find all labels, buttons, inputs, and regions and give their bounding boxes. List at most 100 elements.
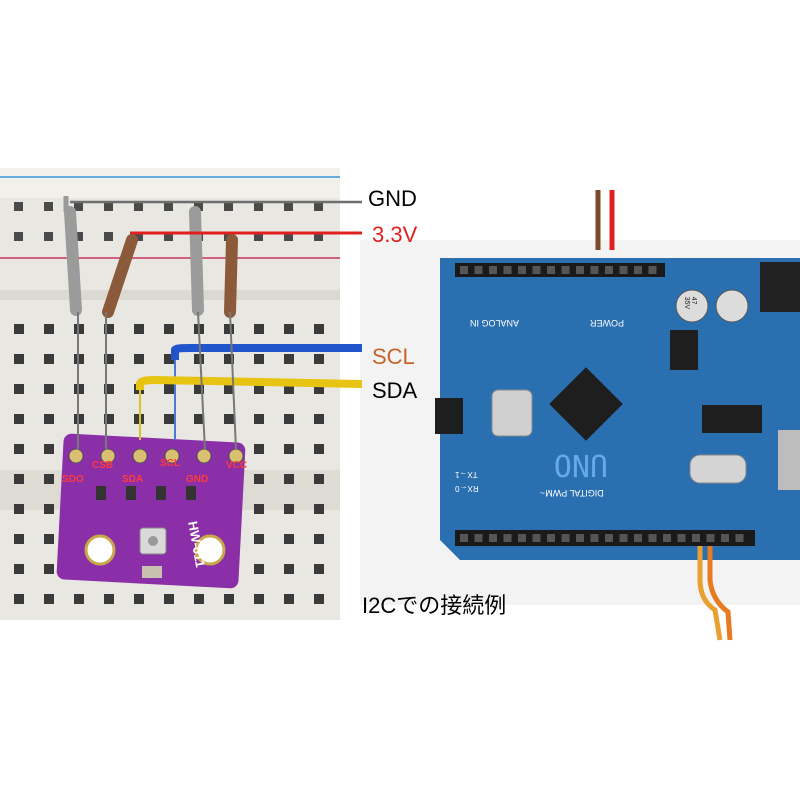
breadboard-hole — [254, 474, 264, 484]
header-power: POWER — [590, 318, 625, 328]
rail-hole — [284, 202, 293, 211]
breadboard-hole — [44, 414, 54, 424]
breadboard-hole — [284, 594, 294, 604]
header-pin — [663, 534, 671, 542]
header-digital: DIGITAL PWM~ — [540, 488, 604, 498]
breadboard-hole — [14, 354, 24, 364]
header-pin — [460, 534, 468, 542]
breadboard-hole — [104, 414, 114, 424]
header-pin — [518, 266, 526, 274]
breadboard-hole — [14, 534, 24, 544]
header-pin — [634, 266, 642, 274]
breadboard-hole — [164, 354, 174, 364]
breadboard-hole — [104, 324, 114, 334]
header-pin — [561, 266, 570, 274]
header-pin — [503, 266, 512, 274]
breadboard-hole — [14, 384, 24, 394]
breadboard-hole — [44, 564, 54, 574]
rail-hole — [74, 232, 83, 241]
breadboard-hole — [254, 504, 264, 514]
breadboard-hole — [254, 414, 264, 424]
breadboard-hole — [194, 354, 204, 364]
header-pin — [648, 266, 657, 274]
pin-label-vcc: VCC — [226, 460, 248, 471]
breadboard-hole — [224, 414, 234, 424]
header-pin — [532, 534, 541, 542]
breadboard-hole — [284, 354, 294, 364]
scl-label: SCL — [372, 344, 415, 369]
header-pin — [532, 266, 541, 274]
header-pin — [706, 534, 715, 542]
breadboard-hole — [284, 564, 294, 574]
header-rx: RX←0 — [455, 484, 479, 493]
breadboard-hole — [314, 594, 324, 604]
breadboard-hole — [44, 444, 54, 454]
rail-hole — [104, 202, 113, 211]
breadboard-hole — [14, 474, 24, 484]
breadboard-hole — [314, 414, 324, 424]
breadboard-hole — [14, 564, 24, 574]
sensor-pin-pad — [100, 448, 116, 464]
header-pin — [605, 534, 613, 542]
header-pin — [547, 534, 555, 542]
arduino-board: UNO — [360, 240, 800, 605]
header-pin — [619, 534, 628, 542]
breadboard-hole — [164, 324, 174, 334]
header-pin — [460, 266, 468, 274]
rail-hole — [164, 232, 173, 241]
sensor-pin-pad — [68, 448, 84, 464]
breadboard-hole — [254, 534, 264, 544]
rail-hole — [254, 232, 263, 241]
rail-hole — [314, 202, 323, 211]
breadboard-hole — [14, 444, 24, 454]
header-pin — [518, 534, 526, 542]
header-pin — [489, 534, 497, 542]
breadboard-hole — [44, 594, 54, 604]
header-pin — [561, 534, 570, 542]
v33-label: 3.3V — [372, 222, 418, 247]
header-pin — [735, 534, 744, 542]
breadboard-hole — [314, 324, 324, 334]
breadboard-hole — [284, 384, 294, 394]
rail-hole — [194, 202, 203, 211]
pin-label-sdo: SDO — [62, 474, 84, 485]
breadboard-hole — [224, 384, 234, 394]
header-pin — [692, 534, 700, 542]
sensor-pin-pad — [196, 448, 212, 464]
breadboard-hole — [164, 594, 174, 604]
uno-logo: UNO — [554, 447, 608, 482]
wires — [63, 190, 733, 641]
rail-hole — [44, 232, 53, 241]
header-pin — [547, 266, 555, 274]
rail-hole — [74, 202, 83, 211]
breadboard-hole — [164, 384, 174, 394]
breadboard-hole — [74, 594, 84, 604]
breadboard-hole — [104, 594, 114, 604]
pin-label-gnd: GND — [186, 474, 209, 485]
rail-hole — [284, 232, 293, 241]
pin-label-scl: SCL — [160, 458, 180, 469]
header-pin — [576, 266, 584, 274]
header-pin — [677, 534, 686, 542]
rail-hole — [134, 202, 143, 211]
breadboard-hole — [284, 534, 294, 544]
gnd-jumper-2 — [189, 206, 204, 316]
breadboard-hole — [44, 474, 54, 484]
breadboard-hole — [314, 504, 324, 514]
breadboard-hole — [254, 594, 264, 604]
breadboard-hole — [14, 414, 24, 424]
breadboard-hole — [44, 384, 54, 394]
breadboard-hole — [164, 414, 174, 424]
header-pin — [619, 266, 628, 274]
header-pin — [590, 266, 599, 274]
breadboard-hole — [44, 354, 54, 364]
rail-hole — [314, 232, 323, 241]
header-pin — [605, 266, 613, 274]
rail-hole — [14, 202, 23, 211]
v33-jumper-2 — [224, 234, 238, 318]
breadboard-hole — [224, 324, 234, 334]
breadboard-hole — [314, 564, 324, 574]
breadboard-hole — [134, 324, 144, 334]
header-pin — [474, 266, 483, 274]
